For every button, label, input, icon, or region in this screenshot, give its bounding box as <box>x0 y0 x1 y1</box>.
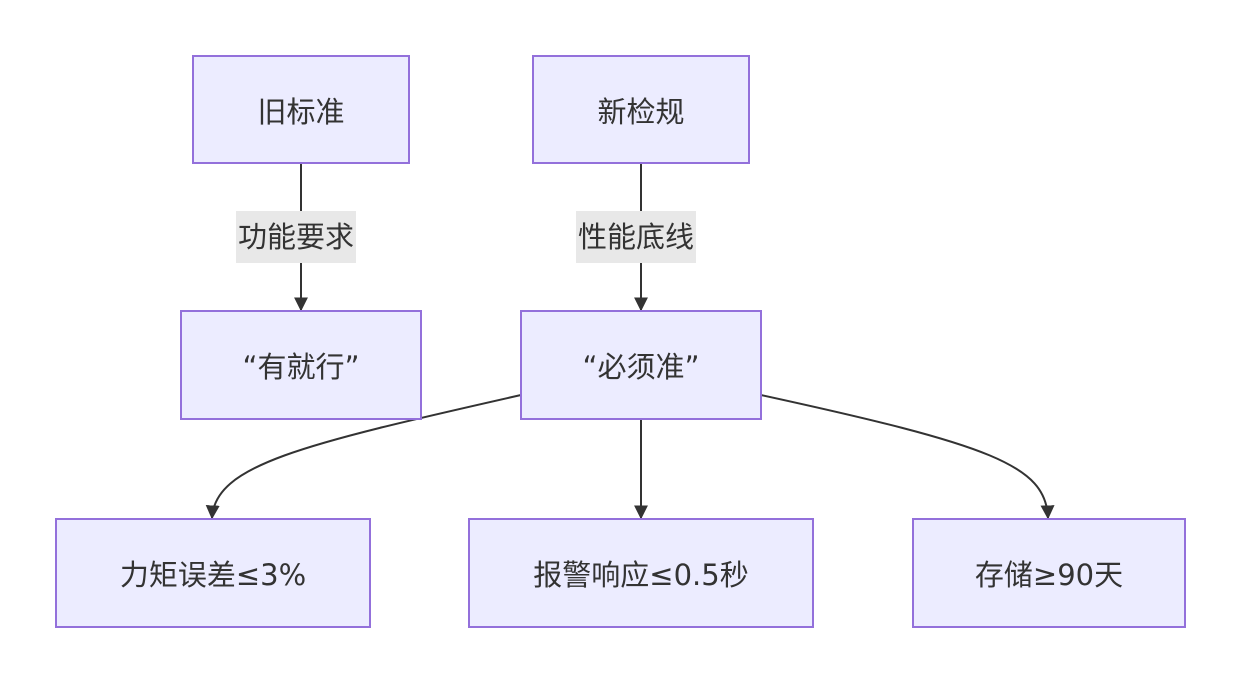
node-must-be-accurate: “必须准” <box>520 310 762 420</box>
edge-label-functional-requirement: 功能要求 <box>236 211 357 263</box>
node-torque-error-label: 力矩误差≤3% <box>119 558 307 592</box>
node-storage: 存储≥90天 <box>912 518 1186 628</box>
node-torque-error: 力矩误差≤3% <box>55 518 371 628</box>
node-good-enough: “有就行” <box>180 310 422 420</box>
node-old-standard-label: 旧标准 <box>257 94 345 129</box>
edge-must-to-storage <box>760 394 1055 520</box>
node-new-regulation: 新检规 <box>532 55 750 164</box>
edge-must-to-torque <box>205 394 522 520</box>
node-old-standard: 旧标准 <box>192 55 410 164</box>
node-good-enough-label: “有就行” <box>242 350 360 384</box>
node-storage-label: 存储≥90天 <box>974 558 1124 592</box>
node-alarm-response: 报警响应≤0.5秒 <box>468 518 814 628</box>
edge-label-performance-baseline: 性能底线 <box>576 211 697 263</box>
node-must-be-accurate-label: “必须准” <box>582 350 700 384</box>
node-alarm-response-label: 报警响应≤0.5秒 <box>533 558 749 592</box>
node-new-regulation-label: 新检规 <box>597 94 685 129</box>
